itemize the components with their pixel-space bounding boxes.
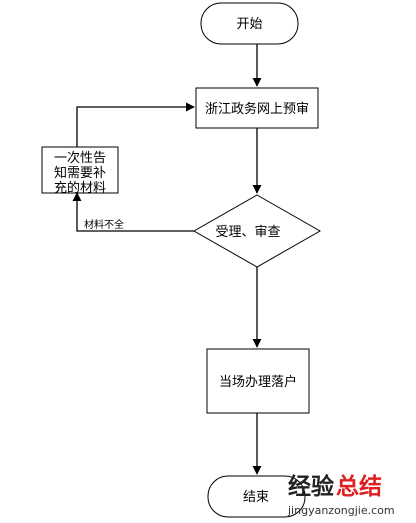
incomplete-label: 材料不全 [84, 218, 124, 231]
watermark: 经验 总结 jingyanzongjie.com [287, 473, 395, 517]
start-node: 开始 [200, 2, 299, 45]
accept-review-decision: 受理、审查 [192, 194, 322, 268]
edge-decision-to-notify [72, 192, 194, 232]
handle-label: 当场办理落户 [219, 374, 297, 390]
notify-line-1: 一次性告 [54, 150, 106, 166]
notify-line-2: 知需要补 [54, 165, 106, 181]
online-review-label: 浙江政务网上预审 [205, 101, 309, 117]
accept-review-label: 受理、审查 [215, 225, 280, 240]
watermark-part1: 经验 [288, 473, 334, 500]
edge-notify-to-review [76, 102, 195, 147]
watermark-url: jingyanzongjie.com [287, 504, 395, 517]
start-label: 开始 [236, 17, 262, 32]
watermark-part2: 总结 [336, 473, 382, 500]
online-review-node: 浙江政务网上预审 [195, 87, 319, 129]
end-label: 结束 [243, 490, 269, 505]
end-node: 结束 [207, 475, 306, 518]
handle-node: 当场办理落户 [206, 348, 310, 414]
notify-node: 一次性告 知需要补 充的材料 [41, 146, 119, 196]
notify-line-3: 充的材料 [54, 180, 106, 196]
